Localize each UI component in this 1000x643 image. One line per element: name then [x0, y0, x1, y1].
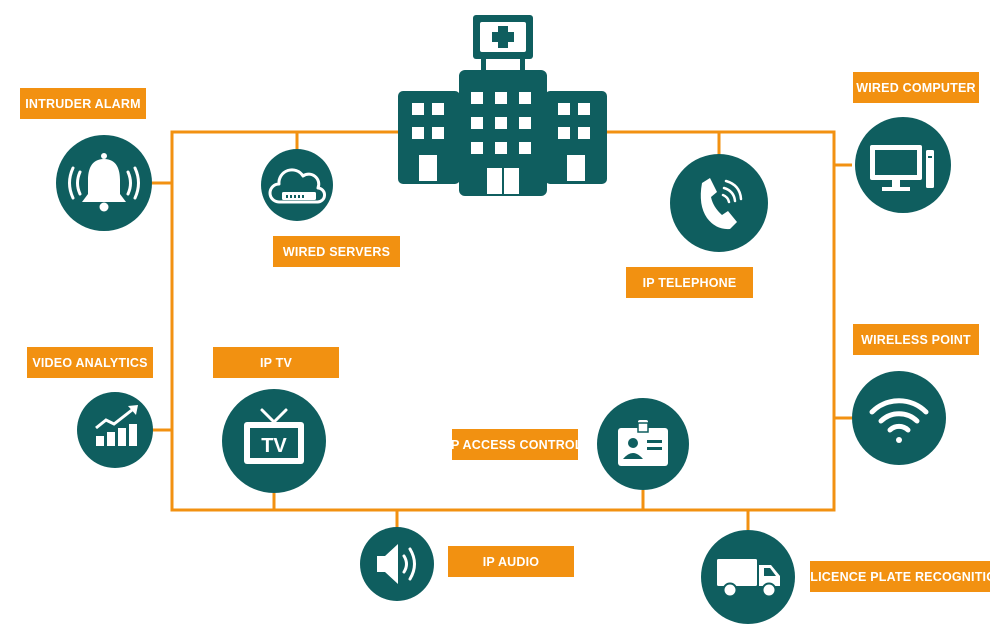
- ip-tv-node: TV: [222, 389, 326, 493]
- label-intruder-alarm: INTRUDER ALARM: [20, 88, 146, 119]
- wireless-point-node: [852, 371, 946, 465]
- desktop-computer-icon: [870, 145, 934, 191]
- label-wired-servers: WIRED SERVERS: [273, 236, 400, 267]
- cloud-server-icon: [268, 168, 326, 204]
- intruder-alarm-node: [56, 135, 152, 231]
- television-icon: TV: [244, 408, 304, 464]
- label-wireless-point: WIRELESS POINT: [853, 324, 979, 355]
- hospital-building-icon: [398, 15, 607, 196]
- ip-licence-plate-node: [701, 530, 795, 624]
- speaker-icon: [377, 544, 416, 584]
- label-ip-access-control: IP ACCESS CONTROL: [447, 429, 582, 460]
- truck-icon: [717, 559, 780, 598]
- alarm-bell-icon: [68, 153, 140, 212]
- label-ip-audio: IP AUDIO: [448, 546, 574, 577]
- wired-servers-node: [261, 149, 333, 221]
- label-wired-computer: WIRED COMPUTER: [853, 72, 979, 103]
- wired-computer-node: [855, 117, 951, 213]
- wifi-icon: [869, 398, 929, 443]
- svg-text:TV: TV: [261, 435, 287, 457]
- label-ip-licence-plate-recognition: IP LICENCE PLATE RECOGNITION: [795, 561, 1000, 592]
- telephone-icon: [700, 178, 743, 230]
- label-ip-telephone: IP TELEPHONE: [626, 267, 753, 298]
- label-ip-tv: IP TV: [213, 347, 339, 378]
- video-analytics-node: [77, 392, 153, 468]
- id-badge-icon: [618, 420, 668, 466]
- ip-audio-node: [360, 527, 434, 601]
- ip-access-control-node: [597, 398, 689, 490]
- label-video-analytics: VIDEO ANALYTICS: [27, 347, 153, 378]
- ip-telephone-node: [670, 154, 768, 252]
- bar-chart-trend-icon: [95, 405, 138, 446]
